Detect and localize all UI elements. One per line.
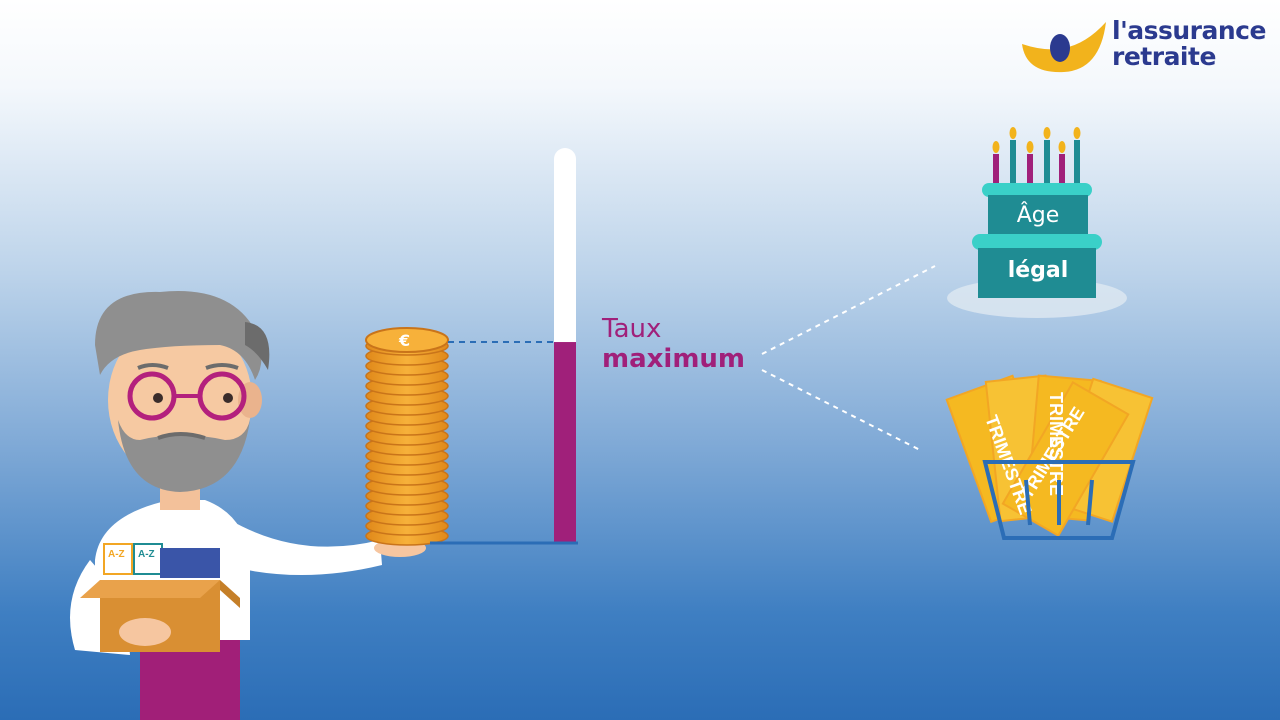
candle-flame [1058,141,1066,153]
candle-flame [1073,127,1081,139]
candle-flame [1043,127,1051,139]
candle [1027,154,1033,184]
candle-flame [992,141,1000,153]
coin-stack: € [365,327,449,546]
assurance-retraite-logo: l'assurance retraite [1016,14,1272,78]
euro-symbol: € [398,331,410,350]
rate-label: Taux maximum [602,314,745,374]
brand-name: l'assurance retraite [1112,18,1266,70]
candle-flame [1009,127,1017,139]
box-label-1: A-Z [108,549,125,560]
candle [1044,140,1050,184]
cake-top-label: Âge [1016,203,1060,228]
candle [993,154,999,184]
candle [1074,140,1080,184]
birthday-cake-icon [947,127,1127,318]
ticket-label-2: TRIMESTRE [1046,392,1066,496]
candle-flame [1026,141,1034,153]
archive-box [80,543,240,652]
gauge-fill [554,342,576,544]
box-label-2: A-Z [138,549,155,560]
top-coin [365,327,449,353]
rate-label-line-2: maximum [602,344,746,374]
connector-to-cake [761,265,936,355]
brand-line-1: l'assurance [1112,16,1266,45]
candle [1010,140,1016,184]
basket-of-trimestre-tickets: TRIMESTRE TRIMESTRE TRIMESTRE [945,374,1154,540]
cake-bottom-label: légal [1007,258,1069,283]
brand-mark-icon [1022,22,1106,73]
rate-label-line-1: Taux [602,314,662,344]
brand-line-2: retraite [1112,42,1216,71]
rate-gauge [430,148,578,545]
candle [1059,154,1065,184]
connector-to-basket [761,369,921,451]
